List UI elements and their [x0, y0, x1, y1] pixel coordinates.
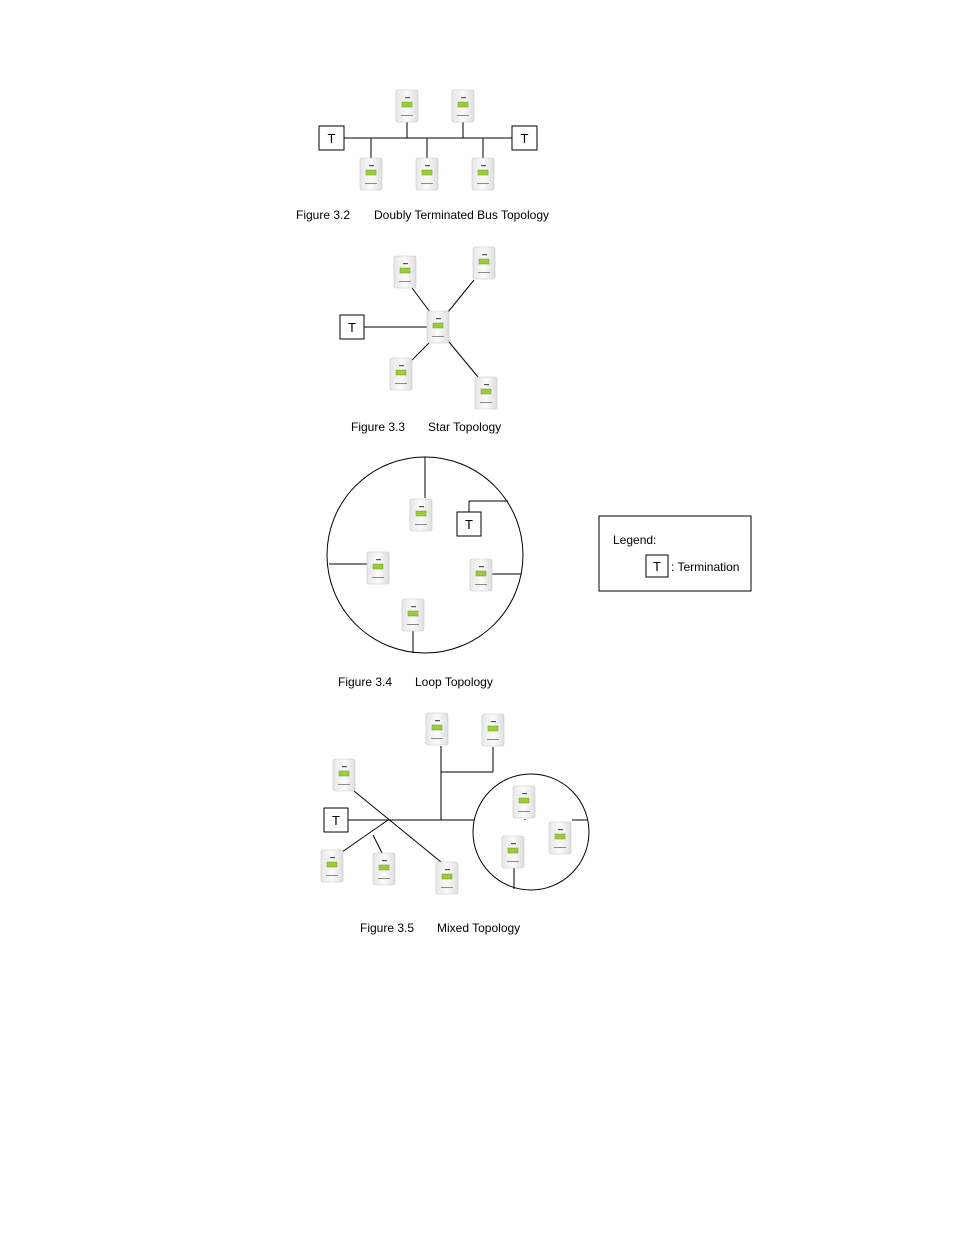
thermostat-controller-icon [394, 256, 416, 288]
thermostat-controller-icon [475, 377, 497, 409]
thermostat-controller-icon [373, 853, 395, 885]
svg-text:T: T [465, 517, 473, 532]
thermostat-controller-icon [333, 759, 355, 791]
figure-caption: Figure 3.5 Mixed Topology [360, 921, 520, 935]
thermostat-controller-icon [502, 836, 524, 868]
termination-box-icon: T [340, 315, 364, 339]
thermostat-controller-icon [427, 311, 449, 343]
thermostat-controller-icon [360, 158, 382, 190]
figure-title: Mixed Topology [437, 921, 520, 935]
thermostat-controller-icon [426, 713, 448, 745]
figure-bus-topology: T T Figure 3.2 Doubly Terminated Bus Top… [296, 90, 549, 222]
thermostat-controller-icon [549, 822, 571, 854]
figure-title: Doubly Terminated Bus Topology [374, 208, 549, 222]
figure-caption: Figure 3.4 Loop Topology [338, 675, 493, 689]
termination-box-icon: T [324, 808, 348, 832]
figure-star-topology: T Figure 3.3 Star Topology [340, 247, 501, 434]
figure-mixed-topology: T Figure 3.5 Mixed Topology [321, 713, 589, 935]
thermostat-controller-icon [402, 599, 424, 631]
svg-text:T: T [332, 813, 340, 828]
svg-text:T: T [521, 131, 529, 146]
figure-number: Figure 3.2 [296, 208, 350, 222]
thermostat-controller-icon [470, 559, 492, 591]
thermostat-controller-icon [321, 850, 343, 882]
legend-box: Legend: T : Termination [599, 516, 751, 591]
thermostat-controller-icon [436, 862, 458, 894]
figure-title: Loop Topology [415, 675, 493, 689]
thermostat-controller-icon [482, 714, 504, 746]
termination-box-icon: T [319, 126, 344, 150]
termination-box-icon: T [646, 555, 668, 577]
bus-wiring [344, 122, 512, 158]
figure-number: Figure 3.5 [360, 921, 414, 935]
figure-number: Figure 3.4 [338, 675, 392, 689]
figure-number: Figure 3.3 [351, 420, 405, 434]
termination-box-icon: T [512, 126, 537, 150]
thermostat-controller-icon [452, 90, 474, 122]
figure-title: Star Topology [428, 420, 501, 434]
thermostat-controller-icon [416, 158, 438, 190]
thermostat-controller-icon [410, 499, 432, 531]
thermostat-controller-icon [513, 786, 535, 818]
thermostat-controller-icon [396, 90, 418, 122]
legend-heading: Legend: [613, 533, 656, 547]
thermostat-controller-icon [390, 358, 412, 390]
termination-box-icon: T [457, 512, 481, 536]
loop-wiring [327, 457, 523, 653]
svg-text:T: T [348, 320, 356, 335]
legend-description: : Termination [671, 560, 739, 574]
thermostat-controller-icon [367, 552, 389, 584]
figure-caption: Figure 3.3 Star Topology [351, 420, 501, 434]
svg-text:T: T [328, 131, 336, 146]
figure-caption: Figure 3.2 Doubly Terminated Bus Topolog… [296, 208, 549, 222]
thermostat-controller-icon [473, 247, 495, 279]
star-wiring [364, 280, 478, 377]
thermostat-controller-icon [472, 158, 494, 190]
figure-loop-topology: T Figure 3.4 Loop Topology [327, 457, 523, 689]
svg-text:T: T [653, 559, 661, 574]
